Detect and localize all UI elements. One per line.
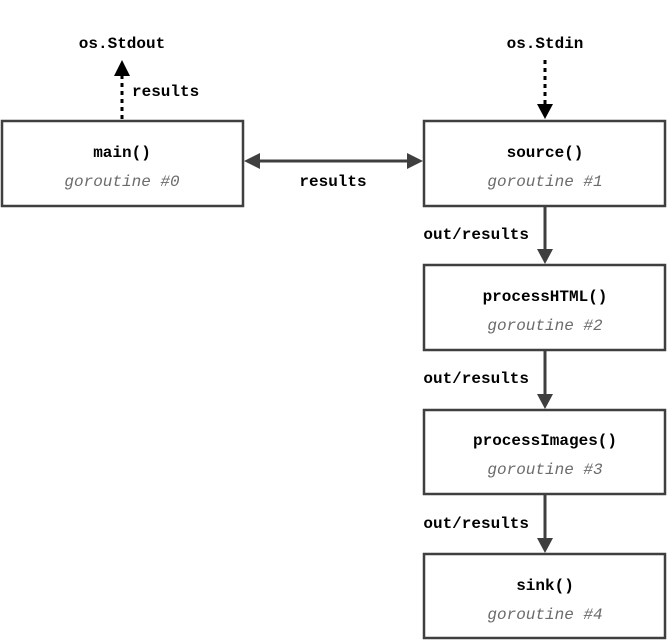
source-to-processhtml-label: out/results (423, 226, 529, 244)
node-processimages: processImages() goroutine #3 (422, 408, 667, 496)
processimages-to-sink-label: out/results (423, 515, 529, 533)
node-processimages-goroutine: goroutine #3 (487, 461, 603, 479)
main-to-stdout-arrow (114, 60, 130, 119)
stdin-label: os.Stdin (507, 35, 584, 53)
node-processhtml-func: processHTML() (483, 288, 608, 306)
processhtml-to-processimages-arrow (537, 351, 553, 409)
main-to-stdout-label: results (132, 83, 199, 101)
node-sink-goroutine: goroutine #4 (487, 606, 602, 624)
node-sink-func: sink() (516, 577, 574, 595)
node-processhtml: processHTML() goroutine #2 (422, 263, 667, 352)
node-main-goroutine: goroutine #0 (64, 173, 180, 191)
source-to-processhtml-arrow (537, 207, 553, 264)
node-source: source() goroutine #1 (422, 119, 667, 208)
stdin-to-source-arrow (537, 60, 553, 119)
node-source-goroutine: goroutine #1 (487, 173, 602, 191)
node-main-func: main() (93, 144, 151, 162)
processhtml-to-processimages-label: out/results (423, 370, 529, 388)
main-source-bidirectional-arrow (244, 153, 423, 169)
node-source-func: source() (507, 144, 584, 162)
node-main: main() goroutine #0 (0, 119, 245, 208)
processimages-to-sink-arrow (537, 495, 553, 553)
node-sink: sink() goroutine #4 (422, 552, 667, 640)
node-processhtml-goroutine: goroutine #2 (487, 317, 603, 335)
main-source-label: results (299, 173, 366, 191)
stdout-label: os.Stdout (79, 35, 165, 53)
node-processimages-func: processImages() (473, 432, 617, 450)
